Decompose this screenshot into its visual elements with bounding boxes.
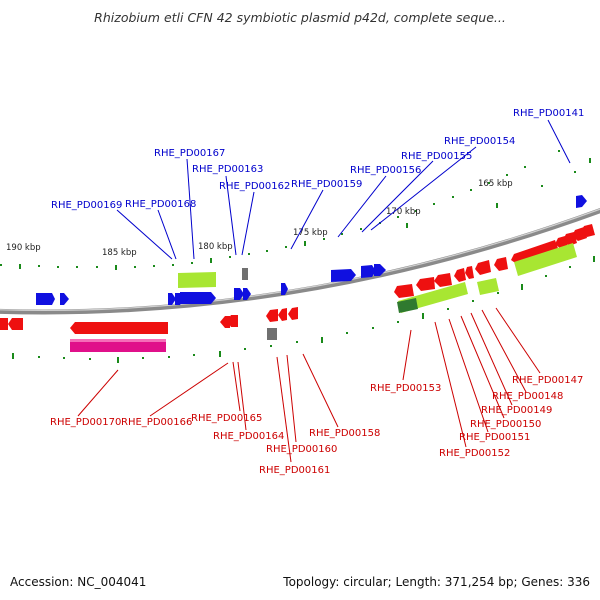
gene-label-rhe-pd00156: RHE_PD00156 <box>350 165 421 176</box>
gene-label-rhe-pd00148: RHE_PD00148 <box>492 391 563 402</box>
gene-label-rhe-pd00165: RHE_PD00165 <box>191 413 262 424</box>
gene-label-rhe-pd00168: RHE_PD00168 <box>125 199 196 210</box>
gene-reverse <box>454 268 466 282</box>
lime-feature <box>477 278 499 295</box>
gene-reverse <box>266 309 278 322</box>
top-gene-labels: RHE_PD00141 RHE_PD00154 RHE_PD00155 RHE_… <box>51 108 584 211</box>
scale-label-170: 170 kbp <box>386 207 421 217</box>
lime-feature <box>178 272 216 288</box>
bottom-leader-lines <box>77 307 541 463</box>
gene-label-rhe-pd00169: RHE_PD00169 <box>51 200 122 211</box>
gene-label-rhe-pd00167: RHE_PD00167 <box>154 148 225 159</box>
gene-label-rhe-pd00162: RHE_PD00162 <box>219 181 290 192</box>
accession-label: Accession: NC_004041 <box>10 575 147 589</box>
outer-scale-ticks <box>0 150 591 270</box>
gene-reverse <box>288 307 298 320</box>
gene-forward <box>361 265 376 278</box>
gene-label-rhe-pd00164: RHE_PD00164 <box>213 431 284 442</box>
gray-feature <box>242 268 248 280</box>
gene-forward <box>576 195 587 208</box>
gene-label-rhe-pd00155: RHE_PD00155 <box>401 151 472 162</box>
gene-label-rhe-pd00154: RHE_PD00154 <box>444 136 515 147</box>
gene-forward <box>168 293 176 305</box>
gene-label-rhe-pd00150: RHE_PD00150 <box>470 419 541 430</box>
gene-label-rhe-pd00170: RHE_PD00170 <box>50 417 121 428</box>
scale-label-180: 180 kbp <box>198 242 233 252</box>
gene-forward <box>234 288 244 300</box>
gene-label-rhe-pd00147: RHE_PD00147 <box>512 375 583 386</box>
gene-label-rhe-pd00152: RHE_PD00152 <box>439 448 510 459</box>
magenta-feature-highlight <box>70 339 166 342</box>
gene-reverse <box>494 257 508 271</box>
gene-label-rhe-pd00151: RHE_PD00151 <box>459 432 530 443</box>
magenta-feature <box>70 339 166 352</box>
gene-reverse <box>465 266 474 279</box>
top-leader-lines <box>116 119 571 260</box>
gene-reverse <box>475 260 491 275</box>
gray-feature <box>267 328 277 340</box>
gene-label-rhe-pd00141: RHE_PD00141 <box>513 108 584 119</box>
gene-label-rhe-pd00159: RHE_PD00159 <box>291 179 362 190</box>
scale-label-165: 165 kbp <box>478 179 513 189</box>
topology-summary: Topology: circular; Length: 371,254 bp; … <box>283 575 590 589</box>
gene-label-rhe-pd00158: RHE_PD00158 <box>309 428 380 439</box>
backbone-arc-highlight <box>0 208 600 312</box>
gene-reverse <box>434 273 452 287</box>
forward-genes <box>36 195 587 305</box>
gene-forward <box>281 283 288 295</box>
gene-forward <box>180 292 216 304</box>
gene-forward <box>60 293 69 305</box>
gene-forward <box>331 269 356 282</box>
scale-label-190: 190 kbp <box>6 243 41 253</box>
dark-green-feature <box>397 298 418 313</box>
gene-forward <box>36 293 55 305</box>
gene-reverse <box>0 318 8 330</box>
gene-reverse <box>220 316 230 328</box>
gene-label-rhe-pd00149: RHE_PD00149 <box>481 405 552 416</box>
page-title: Rhizobium etli CFN 42 symbiotic plasmid … <box>94 10 506 25</box>
gene-forward <box>243 288 251 300</box>
gene-reverse <box>581 224 595 237</box>
scale-label-175: 175 kbp <box>293 228 328 238</box>
gene-forward <box>374 264 386 276</box>
gene-reverse <box>8 318 23 330</box>
backbone-arc <box>0 207 600 315</box>
gene-reverse <box>278 308 287 321</box>
gene-label-rhe-pd00153: RHE_PD00153 <box>370 383 441 394</box>
scale-label-185: 185 kbp <box>102 248 137 258</box>
gene-reverse <box>511 240 559 265</box>
inner-scale-ticks <box>12 256 595 363</box>
gene-reverse <box>70 322 168 334</box>
bottom-gene-labels: RHE_PD00147 RHE_PD00148 RHE_PD00149 RHE_… <box>50 375 583 476</box>
gene-label-rhe-pd00163: RHE_PD00163 <box>192 164 263 175</box>
gene-reverse <box>227 315 238 327</box>
gene-reverse <box>394 284 414 298</box>
gene-label-rhe-pd00160: RHE_PD00160 <box>266 444 337 455</box>
reverse-genes <box>0 224 595 334</box>
gene-reverse <box>416 277 435 291</box>
gene-label-rhe-pd00166: RHE_PD00166 <box>121 417 192 428</box>
lime-feature <box>514 243 577 276</box>
gene-label-rhe-pd00161: RHE_PD00161 <box>259 465 330 476</box>
